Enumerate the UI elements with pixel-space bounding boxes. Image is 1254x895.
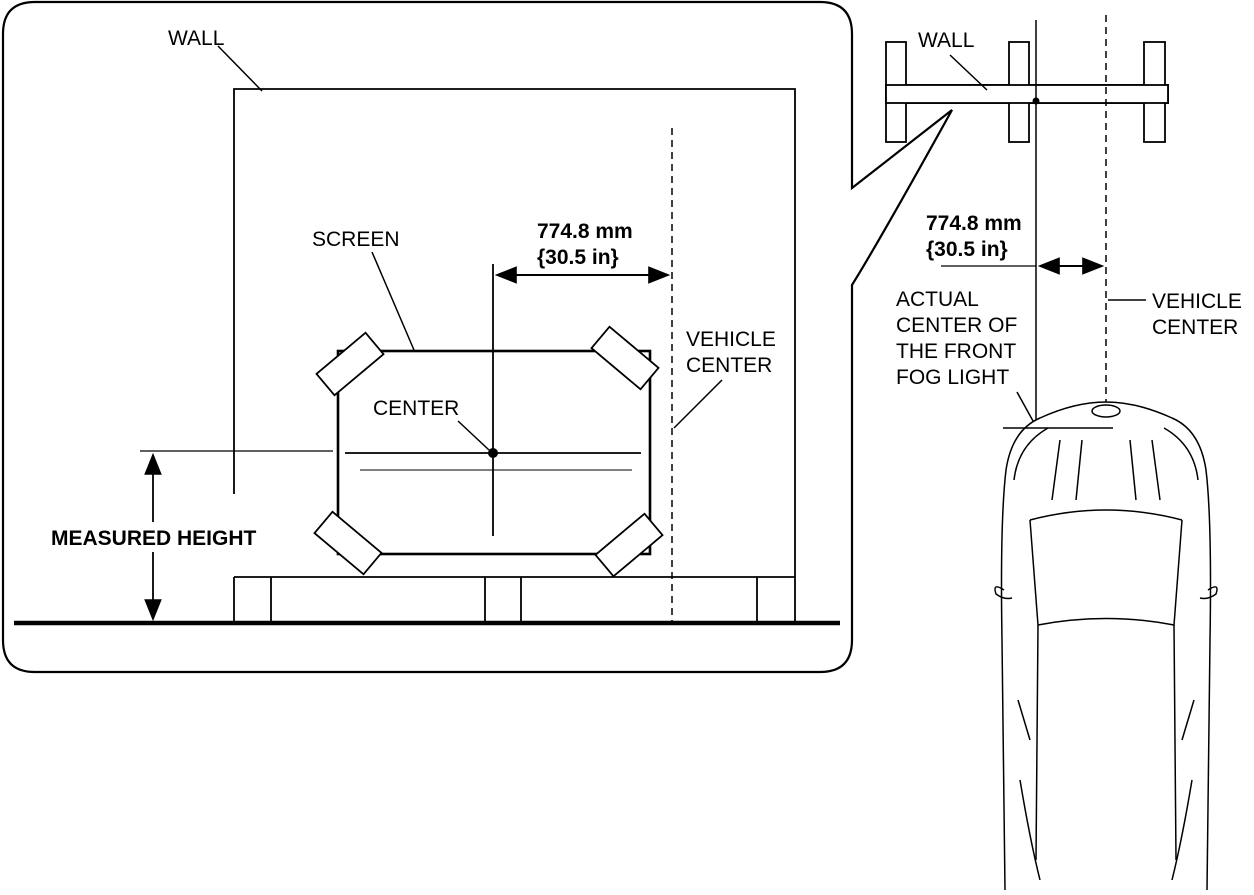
screen-center-dot [488,448,498,458]
aiming-screen [336,264,652,556]
detail-callout-bubble [1,0,953,674]
vehicle-center-leader-detail [673,379,723,429]
vehicle-top-view [994,401,1218,891]
tape-bottom-left [313,510,383,576]
fog-light-label-1: ACTUAL [896,288,979,311]
plan-wall-label: WALL [918,29,974,52]
fog-light-wall-point [1032,97,1040,105]
fog-light-label-2: CENTER OF [896,314,1017,337]
tape-top-right [590,325,660,391]
wall-leader-line [217,45,263,92]
measured-height-label-bg [50,522,270,552]
plan-wall [885,41,1169,143]
fog-light-label-3: THE FRONT [896,340,1016,363]
center-leader-line [457,420,490,451]
screen-label: SCREEN [312,228,400,251]
fog-light-label-4: FOG LIGHT [896,366,1009,389]
vehicle-center-label-detail-2: CENTER [686,354,772,377]
offset-in-label-detail: {30.5 in} [537,246,619,269]
measured-height-label: MEASURED HEIGHT [51,527,257,550]
wall-panel [233,88,796,621]
plan-wall-leader [949,54,988,91]
tape-top-left [315,331,385,397]
offset-in-label-plan: {30.5 in} [926,238,1008,261]
offset-mm-label-plan: 774.8 mm [926,212,1022,235]
vehicle-center-label-plan-2: CENTER [1152,316,1238,339]
vehicle-center-label-detail-1: VEHICLE [686,328,776,351]
wall-label: WALL [168,27,224,50]
tape-bottom-right [594,512,664,578]
offset-mm-label-detail: 774.8 mm [537,220,633,243]
vehicle-center-label-plan-1: VEHICLE [1152,290,1242,313]
wall-base [233,576,795,621]
center-label: CENTER [373,397,459,420]
screen-leader-line [371,251,415,351]
